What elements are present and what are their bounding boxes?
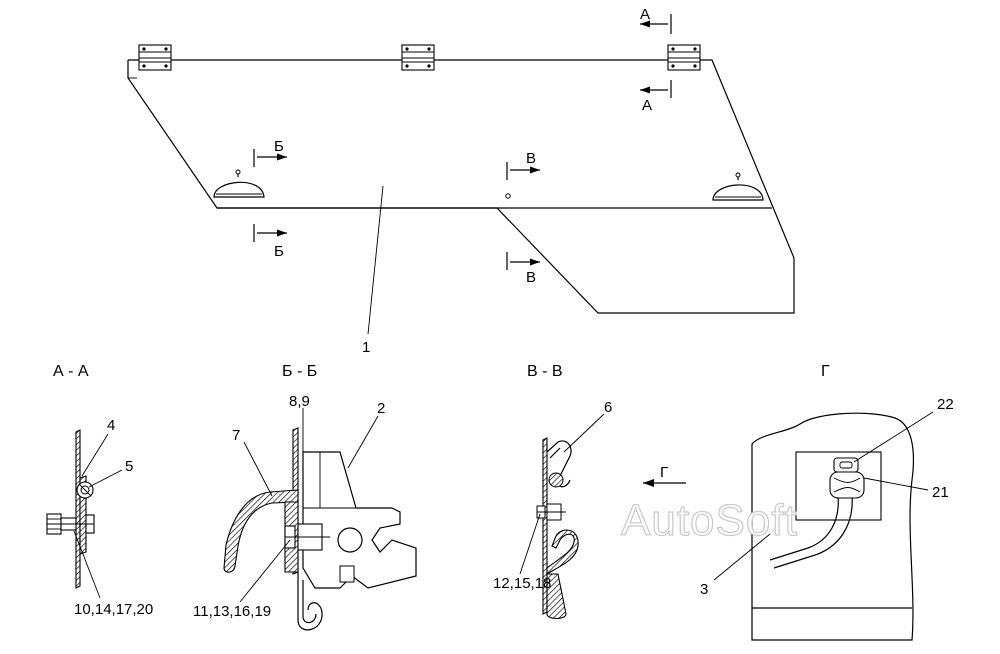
section-label-g: Г bbox=[821, 363, 830, 380]
callout-12-15-18: 12,15,18 bbox=[493, 575, 551, 592]
svg-text:Б: Б bbox=[274, 243, 284, 260]
hinge-left bbox=[138, 44, 172, 71]
callout-5: 5 bbox=[125, 458, 133, 475]
view-arrow-g: Г bbox=[643, 464, 686, 487]
cut-marker-v: В В bbox=[506, 150, 540, 286]
svg-text:Г: Г bbox=[660, 464, 668, 481]
callout-2: 2 bbox=[377, 400, 385, 417]
svg-text:В: В bbox=[526, 269, 536, 286]
callout-11-13-16-19: 11,13,16,19 bbox=[193, 603, 271, 620]
svg-text:А: А bbox=[642, 97, 652, 114]
latch-dome-right bbox=[712, 172, 764, 201]
callout-22: 22 bbox=[937, 396, 954, 413]
section-vv: В - В 6 12,15,18 bbox=[493, 363, 612, 620]
section-bb: Б - Б 8,9 2 7 11,13,16,19 bbox=[193, 363, 417, 631]
section-label-bb: Б - Б bbox=[282, 363, 317, 380]
callout-10-14-17-20: 10,14,17,20 bbox=[74, 601, 153, 618]
svg-text:А: А bbox=[640, 6, 650, 23]
panel-fastener-hole bbox=[505, 193, 511, 199]
component-body bbox=[751, 412, 915, 641]
callout-4: 4 bbox=[107, 417, 115, 434]
panel-outline bbox=[127, 59, 795, 314]
svg-text:Б: Б bbox=[274, 138, 284, 155]
hinge-right bbox=[667, 44, 701, 71]
watermark: AutoSoft bbox=[621, 496, 798, 545]
callout-6: 6 bbox=[604, 399, 612, 416]
cut-marker-b: Б Б bbox=[253, 138, 287, 260]
hinge-middle bbox=[401, 44, 435, 71]
main-panel-view: 1 А А Б Б В bbox=[127, 6, 795, 356]
callout-3: 3 bbox=[700, 581, 708, 598]
callout-8-9: 8,9 bbox=[289, 393, 310, 410]
section-aa: А - А 4 5 10,14,17,20 bbox=[46, 363, 153, 618]
callout-7: 7 bbox=[232, 427, 240, 444]
view-g: Г Г 22 21 3 bbox=[643, 363, 954, 641]
cut-marker-a: А А bbox=[640, 6, 672, 114]
latch-dome-left bbox=[213, 169, 265, 198]
section-label-aa: А - А bbox=[53, 363, 89, 380]
callout-1: 1 bbox=[362, 339, 370, 356]
svg-text:В: В bbox=[526, 150, 536, 167]
callout-21: 21 bbox=[932, 484, 949, 501]
section-label-vv: В - В bbox=[527, 363, 563, 380]
